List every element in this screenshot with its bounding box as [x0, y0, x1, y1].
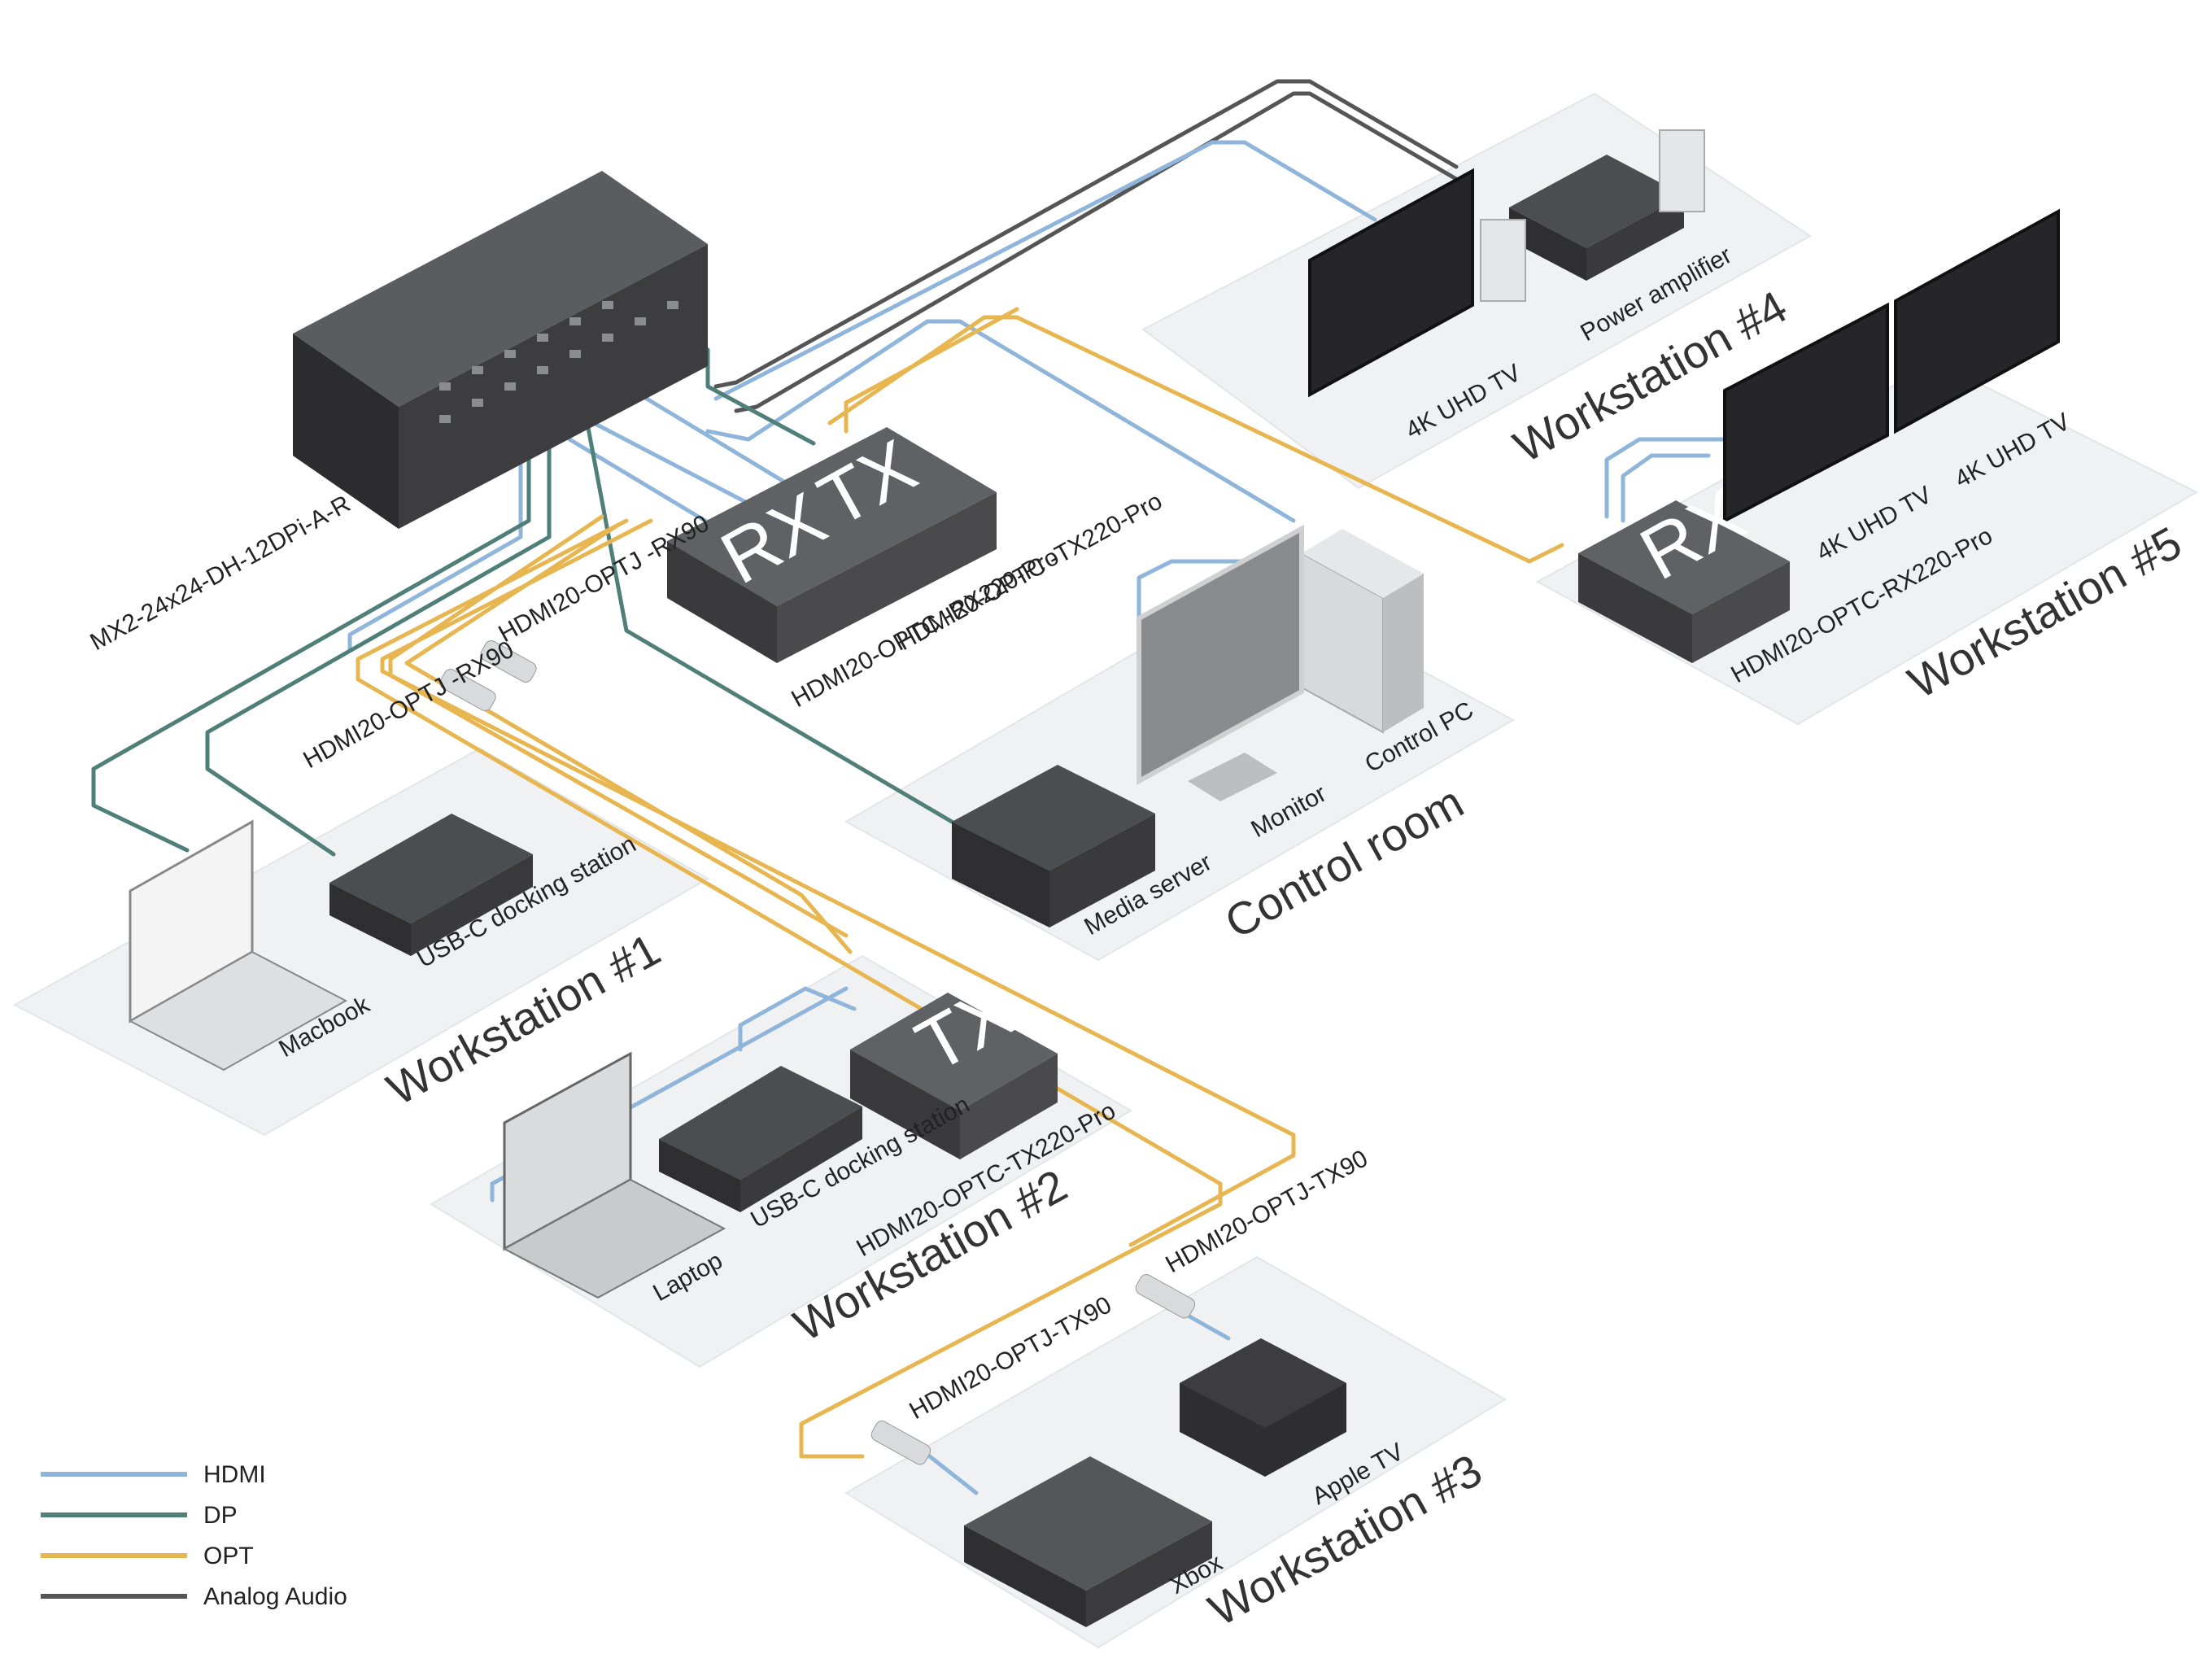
appletv-top	[1180, 1338, 1346, 1428]
matrix-label: MX2-24x24-DH-12DPi-A-R	[85, 491, 355, 656]
legend-label-analog-audio: Analog Audio	[203, 1583, 347, 1610]
ws2-tx-top[interactable]	[850, 993, 1058, 1111]
ws1-dock-side	[411, 854, 533, 956]
cable-opt-ws2-b	[404, 522, 853, 954]
cable-hdmi-ws4	[713, 140, 1377, 401]
center-unit-front	[667, 541, 777, 663]
media-server-side	[1049, 814, 1155, 928]
cable-dp-ws1-macbook	[91, 421, 531, 853]
matrix-side	[399, 244, 708, 529]
legend-label-opt: OPT	[203, 1543, 254, 1569]
legend-label-hdmi: HDMI	[203, 1461, 266, 1488]
cable-hdmi-ws1	[347, 429, 523, 653]
cable-hdmi-control-pc	[705, 319, 1296, 523]
ws4-amp-side	[1586, 195, 1684, 281]
ws2-tx-side	[960, 1054, 1058, 1159]
floor-workstation4	[1141, 92, 1812, 490]
monitor-stand	[1188, 753, 1277, 801]
cable-opt-ws2	[388, 514, 849, 938]
xbox-top[interactable]	[964, 1456, 1212, 1591]
cable-hdmi-ws5-a	[1604, 437, 1792, 519]
rx90-upper-body	[480, 640, 537, 683]
control-pc-top	[1302, 529, 1424, 598]
ws4-amp-front	[1509, 207, 1586, 281]
control-pc-side	[1383, 574, 1424, 732]
xbox-side	[1086, 1521, 1212, 1627]
legend-label-dp: DP	[203, 1502, 238, 1529]
ws4-speaker-left	[1480, 219, 1526, 302]
xbox-front	[964, 1526, 1086, 1627]
ws5-rx-top[interactable]	[1578, 500, 1790, 614]
matrix-front	[293, 334, 399, 529]
center-unit-top	[667, 427, 997, 606]
cable-hdmi-ws2-laptop	[490, 986, 849, 1203]
monitor-screen[interactable]	[1137, 524, 1304, 786]
cable-dp-media-server	[583, 412, 954, 824]
cable-hdmi-matrix-rx3	[567, 437, 735, 539]
cable-dp-ws1-dock	[205, 425, 552, 857]
center-unit-side	[777, 492, 997, 663]
rx90-lower-body	[439, 669, 496, 711]
media-server-front	[952, 822, 1049, 928]
ws5-rx-front	[1578, 553, 1692, 663]
ws2-dock-top[interactable]	[659, 1066, 862, 1180]
matrix-ports	[439, 301, 678, 423]
ws3-tx-b-body	[1135, 1274, 1196, 1319]
central-rx-tx[interactable]: RX TX HDMI20-OPTC -RX220-Pro HDMI20-OPTC…	[667, 424, 1167, 713]
media-server-top[interactable]	[952, 765, 1155, 871]
ws1-dock-top[interactable]	[329, 814, 533, 923]
cable-opt-tx-center	[844, 307, 1019, 434]
cable-analog-audio	[713, 79, 1459, 389]
ws5-tv-b-screen[interactable]	[1894, 208, 2060, 434]
cable-hdmi-ws5-b	[1621, 453, 1711, 523]
ws2-tx-front	[850, 1050, 960, 1159]
ws3-tx-a-body	[870, 1421, 931, 1465]
ws4-tv-screen[interactable]	[1308, 168, 1474, 398]
ws4-speaker-right	[1659, 129, 1705, 212]
macbook-base	[128, 950, 348, 1072]
ws2-dock-front	[659, 1139, 740, 1212]
ws4-amp-top[interactable]	[1509, 155, 1684, 248]
ws5-rx-side	[1692, 561, 1790, 663]
cable-hdmi-ws2-dock	[738, 986, 857, 1052]
ws1-dock-front	[329, 883, 411, 956]
ws5-tv-a-screen[interactable]	[1723, 302, 1889, 524]
ws2-dock-side	[740, 1106, 862, 1212]
matrix-top	[293, 171, 708, 407]
cable-opt-ws5	[827, 315, 1564, 564]
laptop-base	[502, 1178, 726, 1299]
legend: HDMI DP OPT Analog Audio	[41, 1461, 347, 1610]
